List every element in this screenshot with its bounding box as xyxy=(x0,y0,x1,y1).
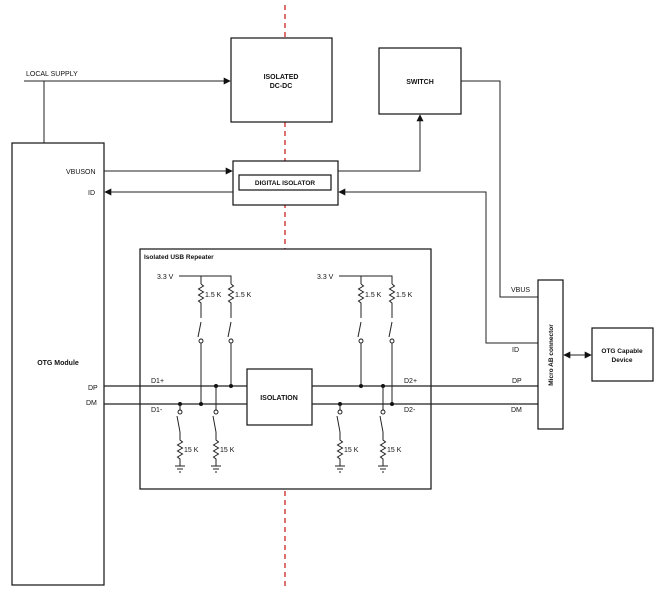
d1-minus-label: D1- xyxy=(151,407,163,414)
local-supply-label: LOCAL SUPPLY xyxy=(26,71,78,78)
isolated-dcdc-label-2: DC-DC xyxy=(270,83,293,90)
switch-box xyxy=(378,47,462,115)
isolation-label: ISOLATION xyxy=(260,395,298,402)
pullup-4-resistor xyxy=(388,283,396,318)
dm-left-label: DM xyxy=(86,400,97,407)
vbuson-label: VBUSON xyxy=(66,169,96,176)
node-pullup-4 xyxy=(390,402,394,406)
isolated-dcdc-label-1: ISOLATED xyxy=(264,74,299,81)
pulldown-2-contact xyxy=(213,409,219,415)
otg-device-label-1: OTG Capable xyxy=(601,348,643,355)
ground-1-icon xyxy=(175,465,185,473)
pulldown-2-label: 15 K xyxy=(220,447,235,454)
pullup-2-contact xyxy=(228,338,234,344)
pullup-1-resistor xyxy=(197,283,205,318)
node-pullup-1 xyxy=(199,402,203,406)
otg-device-label-2: Device xyxy=(612,357,633,364)
pulldown-4-resistor xyxy=(379,432,387,466)
pullup-3-switch xyxy=(357,321,362,338)
pulldown-1-switch xyxy=(176,415,181,433)
pullup-4-switch xyxy=(388,321,393,338)
node-pullup-3 xyxy=(359,384,363,388)
supply-left-label: 3.3 V xyxy=(157,274,174,281)
ground-3-icon xyxy=(335,465,345,473)
d2-minus-label: D2- xyxy=(404,407,416,414)
node-pullup-2 xyxy=(229,384,233,388)
id-return-wire xyxy=(338,188,538,344)
switch-label: SWITCH xyxy=(406,79,434,86)
digital-isolator-inner xyxy=(238,174,332,191)
pullup-4-label: 1.5 K xyxy=(396,292,413,299)
pullup-3-label: 1.5 K xyxy=(365,292,382,299)
pullup-1-label: 1.5 K xyxy=(205,292,222,299)
vbus-label: VBUS xyxy=(511,287,530,294)
pullup-3-contact xyxy=(358,338,364,344)
dm-right-label: DM xyxy=(511,407,522,414)
d1-plus-label: D1+ xyxy=(151,378,164,385)
otg-module-box xyxy=(11,142,105,586)
supply-left-rail xyxy=(179,275,232,284)
otg-device-box xyxy=(591,327,654,382)
id-left-label: ID xyxy=(88,190,95,197)
isolation-box xyxy=(246,368,313,426)
pulldown-4-switch xyxy=(379,415,384,433)
ground-4-icon xyxy=(378,465,388,473)
pulldown-1-resistor xyxy=(176,432,184,466)
pullup-1-contact xyxy=(198,338,204,344)
otg-module-label: OTG Module xyxy=(37,360,79,367)
ground-2-icon xyxy=(211,465,221,473)
pulldown-3-resistor xyxy=(336,432,344,466)
pullup-2-label: 1.5 K xyxy=(235,292,252,299)
dp-left-label: DP xyxy=(88,385,98,392)
pulldown-4-contact xyxy=(380,409,386,415)
d2-plus-label: D2+ xyxy=(404,378,417,385)
pulldown-3-switch xyxy=(336,415,341,433)
isolated-dcdc-box xyxy=(230,37,333,123)
switch-to-vbus-wire xyxy=(461,80,538,298)
pullup-2-resistor xyxy=(227,283,235,318)
pullup-1-switch xyxy=(197,321,202,338)
repeater-title: Isolated USB Repeater xyxy=(144,254,214,261)
pulldown-2-resistor xyxy=(212,432,220,466)
pullup-2-switch xyxy=(227,321,232,338)
pullup-4-contact xyxy=(389,338,395,344)
isolator-to-switch-wire xyxy=(338,114,424,172)
pulldown-2-switch xyxy=(212,415,217,433)
pulldown-1-label: 15 K xyxy=(184,447,199,454)
supply-right-label: 3.3 V xyxy=(317,274,334,281)
pullup-3-resistor xyxy=(357,283,365,318)
pulldown-3-label: 15 K xyxy=(344,447,359,454)
dp-right-label: DP xyxy=(512,378,522,385)
id-right-label: ID xyxy=(512,347,519,354)
supply-right-rail xyxy=(339,275,393,284)
micro-ab-connector-box xyxy=(537,279,564,430)
digital-isolator-label: DIGITAL ISOLATOR xyxy=(255,180,315,187)
pulldown-4-label: 15 K xyxy=(387,447,402,454)
pulldown-3-contact xyxy=(337,409,343,415)
micro-ab-connector-label: Micro AB connector xyxy=(548,324,555,386)
pulldown-1-contact xyxy=(177,409,183,415)
